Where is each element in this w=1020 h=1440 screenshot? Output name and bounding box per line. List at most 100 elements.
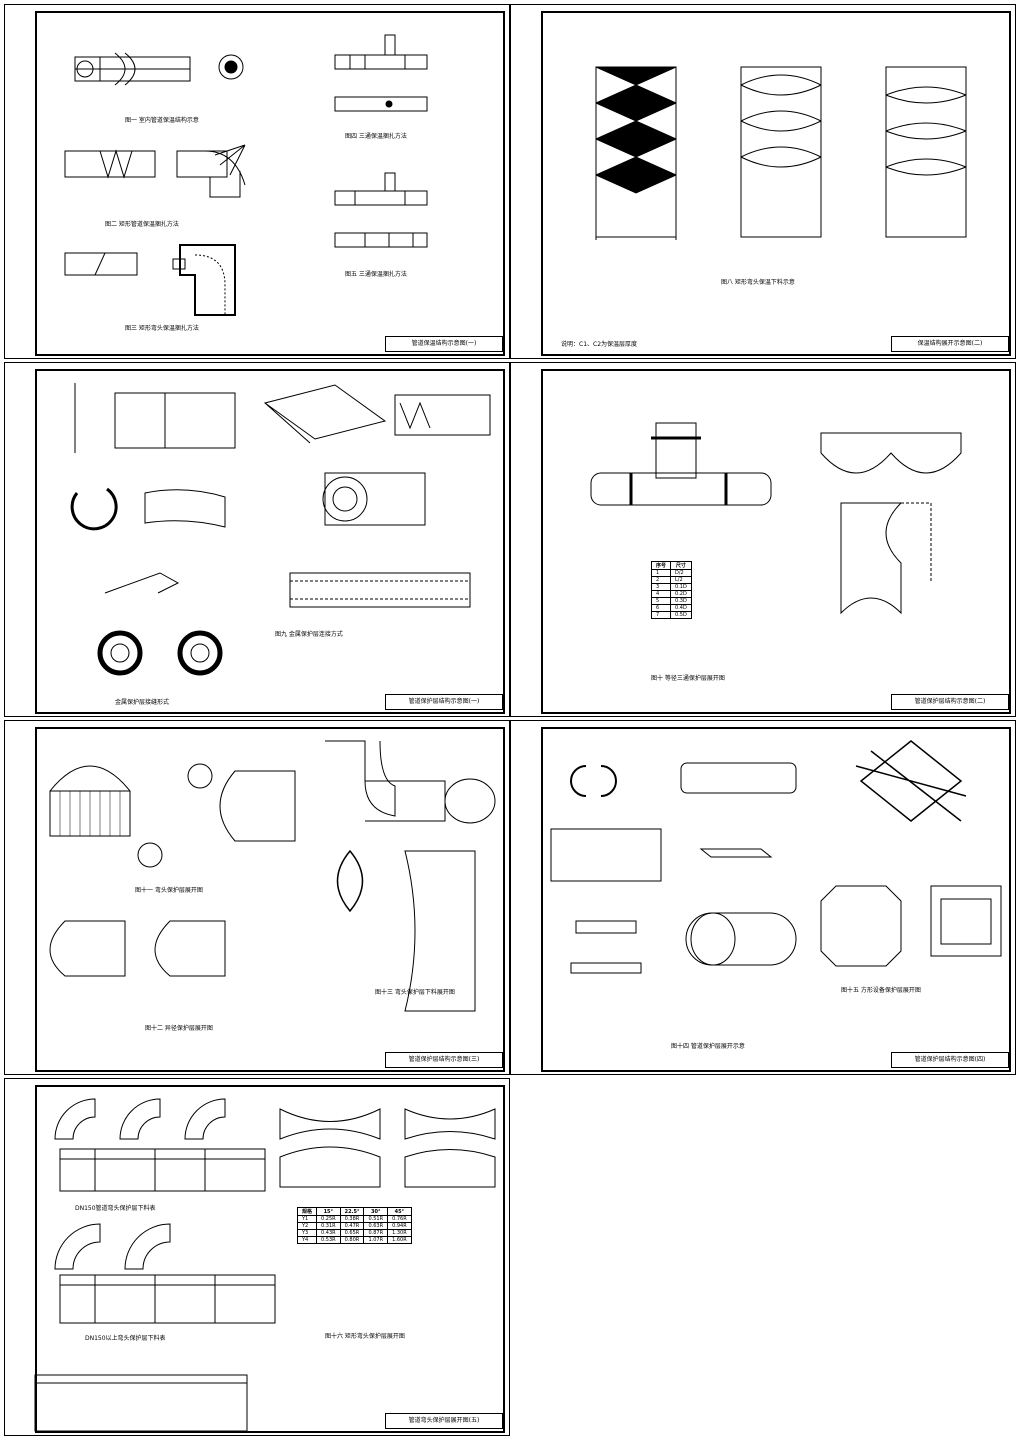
table-cell: 1	[650, 569, 672, 577]
title-block: 管道保护层结构示意图(四)	[891, 1052, 1009, 1068]
table-cell: 1.60R	[387, 1236, 412, 1244]
table-cell: 1.30R	[387, 1229, 412, 1237]
title-block: 管道弯头保护层展开图(五)	[385, 1413, 503, 1429]
table-cell: 0.87R	[363, 1229, 389, 1237]
table-cell: 0.53R	[316, 1236, 341, 1244]
column-header: 尺寸	[670, 561, 692, 570]
table-cell: 0.38R	[339, 1215, 365, 1223]
drawing-sheet-6: 图十四 管道保护层展开示意 图十五 方形设备保护层展开图 管道保护层结构示意图(…	[510, 720, 1016, 1075]
table-cell: 0.31R	[316, 1222, 341, 1230]
table-cell: 0.2D	[670, 590, 692, 598]
table-cell: Y2	[296, 1222, 318, 1230]
table-cell: 0.43R	[316, 1229, 341, 1237]
column-header: 规格	[296, 1207, 318, 1216]
sheet-frame	[35, 11, 505, 356]
note-text: 说明：C1、C2为保温层厚度	[561, 341, 638, 348]
table-cell: 0.63R	[363, 1222, 389, 1230]
sheet-2-drawing	[511, 5, 1017, 360]
sheet-frame	[35, 1085, 505, 1433]
table-cell: 0.76R	[387, 1215, 412, 1223]
sheet-6-drawing	[511, 721, 1017, 1076]
figure-caption: 图五 三通保温捆扎方法	[345, 271, 407, 278]
drawing-sheet-5: 图十一 弯头保护层展开图 图十二 异径保护层展开图 图十三 弯头保护层下料展开图…	[4, 720, 510, 1075]
sheet-frame	[541, 369, 1011, 714]
table-cell: 0.4D	[670, 604, 692, 612]
figure-caption: 图十四 管道保护层展开示意	[671, 1043, 745, 1050]
table-header-row: 序号尺寸	[650, 561, 692, 570]
column-header: 序号	[650, 561, 672, 570]
table-cell: 5	[650, 597, 672, 605]
table-cell: Y1	[296, 1215, 318, 1223]
column-header: 45°	[387, 1207, 412, 1216]
table-cell: 0.94R	[387, 1222, 412, 1230]
title-block: 保温结构展开示意图(二)	[891, 336, 1009, 352]
figure-caption: DN150管道弯头保护层下料表	[75, 1205, 156, 1212]
table-cell: 7	[650, 611, 672, 619]
column-header: 30°	[363, 1207, 389, 1216]
sheet-frame	[541, 727, 1011, 1072]
figure-caption: 图九 金属保护层连接方式	[275, 631, 343, 638]
sheet-frame	[541, 11, 1011, 356]
table-cell: 1.07R	[363, 1236, 389, 1244]
sheet-3-drawing	[5, 363, 511, 718]
drawing-sheet-3: 图九 金属保护层连接方式 金属保护层接缝形式 管道保护层结构示意图(一)	[4, 362, 510, 717]
column-header: 15°	[316, 1207, 341, 1216]
figure-caption: 图三 矩形弯头保温捆扎方法	[125, 325, 199, 332]
figure-caption: 图十一 弯头保护层展开图	[135, 887, 203, 894]
figure-caption: 图十三 弯头保护层下料展开图	[375, 989, 455, 996]
title-block: 管道保护层结构示意图(三)	[385, 1052, 503, 1068]
table-cell: 0.1D	[670, 583, 692, 591]
table-cell: Y3	[296, 1229, 318, 1237]
table-cell: 0.3D	[670, 597, 692, 605]
title-block: 管道保护层结构示意图(一)	[385, 694, 503, 710]
column-header: 22.5°	[339, 1207, 365, 1216]
figure-caption: 图十五 方形设备保护层展开图	[841, 987, 921, 994]
figure-caption: 图十二 异径保护层展开图	[145, 1025, 213, 1032]
table-cell: 0.47R	[339, 1222, 365, 1230]
table-cell: D/2	[670, 569, 692, 577]
table-cell: 0.51R	[363, 1215, 389, 1223]
table-cell: 4	[650, 590, 672, 598]
figure-caption: 图一 室内管道保温结构示意	[125, 117, 199, 124]
table-cell: L/2	[670, 576, 692, 584]
table-cell: Y4	[296, 1236, 318, 1244]
sheet-4-drawing	[511, 363, 1017, 718]
title-block: 管道保护层结构示意图(二)	[891, 694, 1009, 710]
sheet-frame	[35, 369, 505, 714]
sheet-frame	[35, 727, 505, 1072]
figure-caption: 金属保护层接缝形式	[115, 699, 170, 706]
figure-caption: 图八 矩形弯头保温下料示意	[721, 279, 795, 286]
drawing-sheet-2: 图八 矩形弯头保温下料示意 说明：C1、C2为保温层厚度 保温结构展开示意图(二…	[510, 4, 1016, 359]
sheet-7-drawing	[5, 1079, 511, 1437]
sheet-5-drawing	[5, 721, 511, 1076]
figure-caption: 图二 矩形管道保温捆扎方法	[105, 221, 179, 228]
table-cell: 3	[650, 583, 672, 591]
table-cell: 0.65R	[339, 1229, 365, 1237]
table-cell: 6	[650, 604, 672, 612]
figure-caption: DN150以上弯头保护层下料表	[85, 1335, 166, 1342]
figure-caption: 图四 三通保温捆扎方法	[345, 133, 407, 140]
title-block: 管道保温结构示意图(一)	[385, 336, 503, 352]
table-cell: 2	[650, 576, 672, 584]
figure-caption: 图十 等径三通保护层展开图	[651, 675, 725, 682]
table-cell: 0.80R	[339, 1236, 365, 1244]
figure-caption: 图十六 矩形弯头保护层展开图	[325, 1333, 405, 1340]
sheet-1-drawing	[5, 5, 511, 360]
drawing-sheet-1: 图一 室内管道保温结构示意 图二 矩形管道保温捆扎方法 图三 矩形弯头保温捆扎方…	[4, 4, 510, 359]
